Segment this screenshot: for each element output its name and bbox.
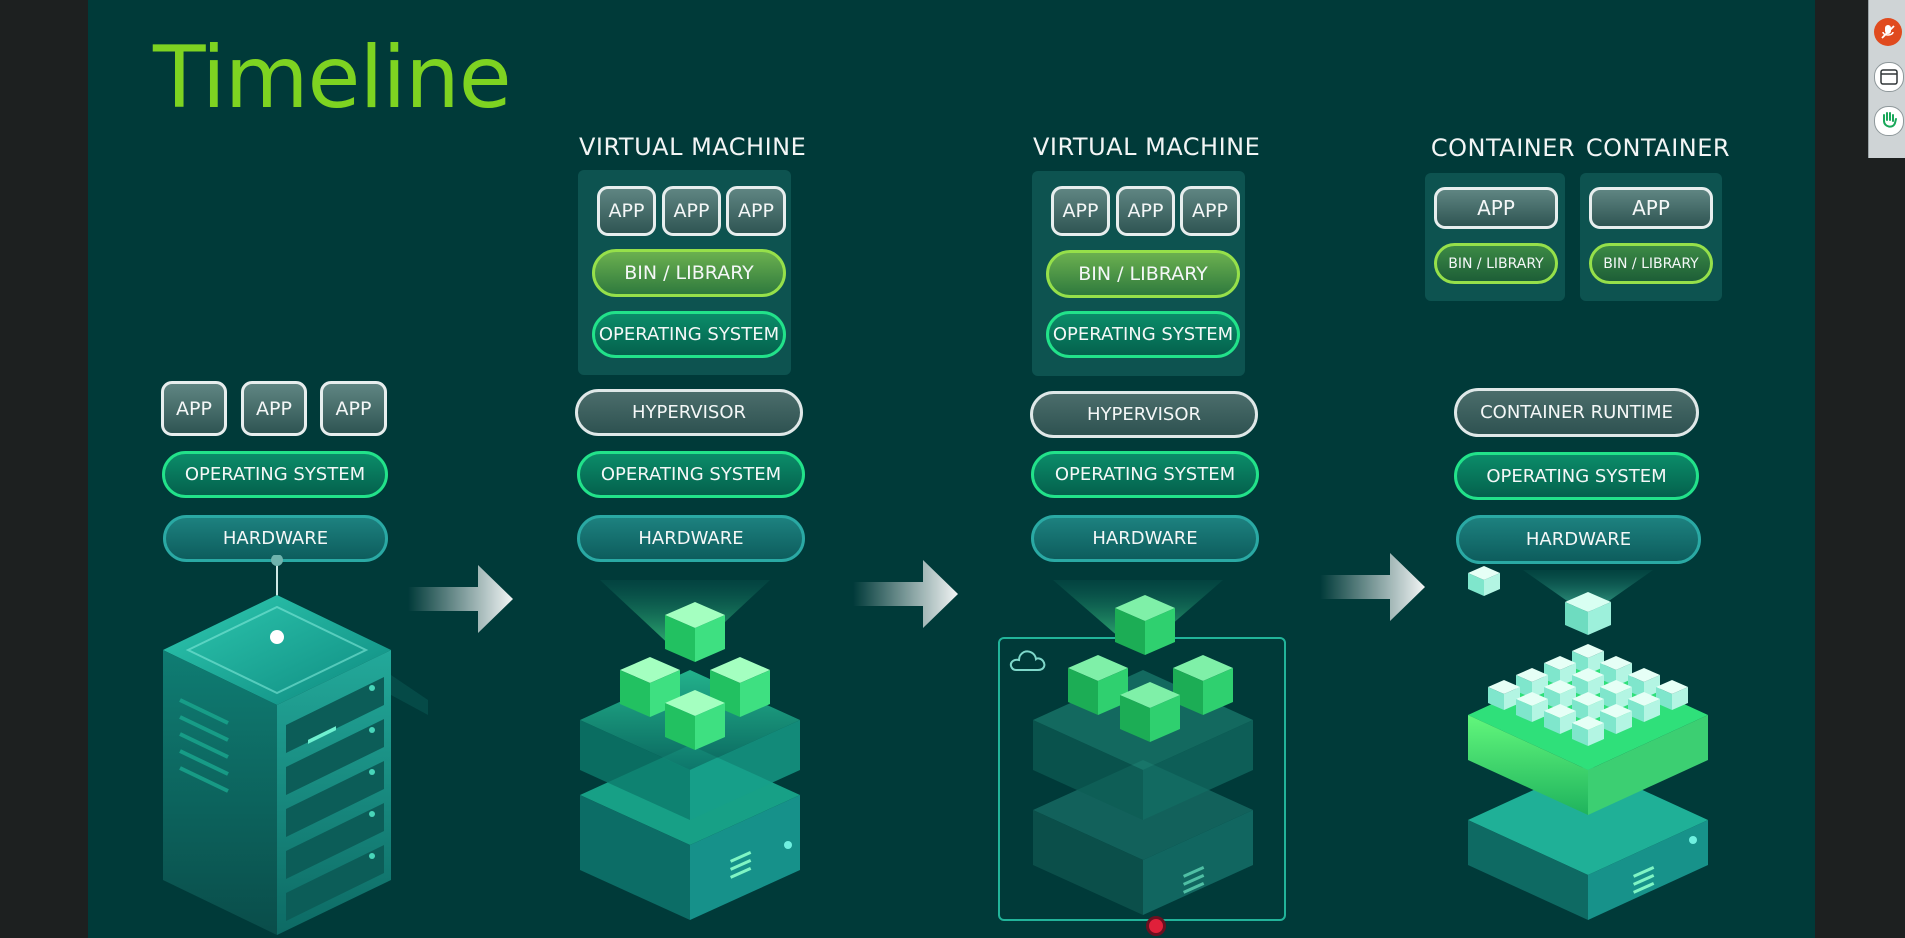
app-box: APP bbox=[1180, 186, 1240, 236]
bin-library-layer: BIN / LIBRARY bbox=[1046, 250, 1240, 298]
app-box: APP bbox=[161, 381, 227, 436]
slide-title: Timeline bbox=[153, 28, 512, 128]
column-heading: CONTAINER bbox=[1585, 134, 1731, 162]
meeting-side-toolbar bbox=[1868, 0, 1905, 158]
app-box: APP bbox=[597, 186, 656, 236]
server-rack-illustration bbox=[163, 555, 428, 935]
operating-system-layer: OPERATING SYSTEM bbox=[592, 311, 786, 358]
container-runtime-layer: CONTAINER RUNTIME bbox=[1454, 388, 1699, 437]
bin-library-layer: BIN / LIBRARY bbox=[1589, 243, 1713, 284]
hardware-layer: HARDWARE bbox=[1031, 515, 1259, 562]
window-icon[interactable] bbox=[1874, 62, 1904, 92]
hardware-layer: HARDWARE bbox=[577, 515, 805, 562]
column-heading: VIRTUAL MACHINE bbox=[579, 133, 807, 161]
operating-system-layer: OPERATING SYSTEM bbox=[1031, 451, 1259, 498]
app-box: APP bbox=[1051, 186, 1110, 236]
timeline-arrow-icon bbox=[1320, 553, 1425, 621]
hardware-layer: HARDWARE bbox=[1456, 515, 1701, 564]
bin-library-layer: BIN / LIBRARY bbox=[592, 249, 786, 297]
app-box: APP bbox=[320, 381, 387, 436]
cloud-icon bbox=[1009, 650, 1046, 671]
timeline-arrow-icon bbox=[408, 565, 513, 633]
timeline-arrow-icon bbox=[853, 560, 958, 628]
hypervisor-layer: HYPERVISOR bbox=[1030, 391, 1258, 438]
operating-system-layer: OPERATING SYSTEM bbox=[1046, 311, 1240, 358]
microphone-muted-icon[interactable] bbox=[1874, 18, 1902, 46]
operating-system-layer: OPERATING SYSTEM bbox=[577, 451, 805, 498]
column-heading: VIRTUAL MACHINE bbox=[1033, 133, 1261, 161]
presentation-slide: Timeline APP APP APP OPERATING SYSTEM HA… bbox=[88, 0, 1815, 938]
pointer-indicator-icon bbox=[1146, 916, 1166, 936]
operating-system-layer: OPERATING SYSTEM bbox=[1454, 452, 1699, 500]
hardware-layer: HARDWARE bbox=[163, 515, 388, 562]
hypervisor-layer: HYPERVISOR bbox=[575, 389, 803, 436]
container-illustration bbox=[1468, 566, 1708, 920]
operating-system-layer: OPERATING SYSTEM bbox=[162, 451, 388, 498]
app-box: APP bbox=[662, 186, 721, 236]
app-box: APP bbox=[241, 381, 307, 436]
virtual-machine-illustration bbox=[580, 580, 800, 920]
column-heading: CONTAINER bbox=[1430, 134, 1576, 162]
bin-library-layer: BIN / LIBRARY bbox=[1434, 243, 1558, 284]
app-box: APP bbox=[1116, 186, 1175, 236]
app-box: APP bbox=[1589, 187, 1713, 229]
app-box: APP bbox=[726, 186, 786, 236]
app-box: APP bbox=[1434, 187, 1558, 229]
virtual-machine-illustration bbox=[1033, 580, 1253, 915]
raise-hand-icon[interactable] bbox=[1874, 106, 1904, 136]
